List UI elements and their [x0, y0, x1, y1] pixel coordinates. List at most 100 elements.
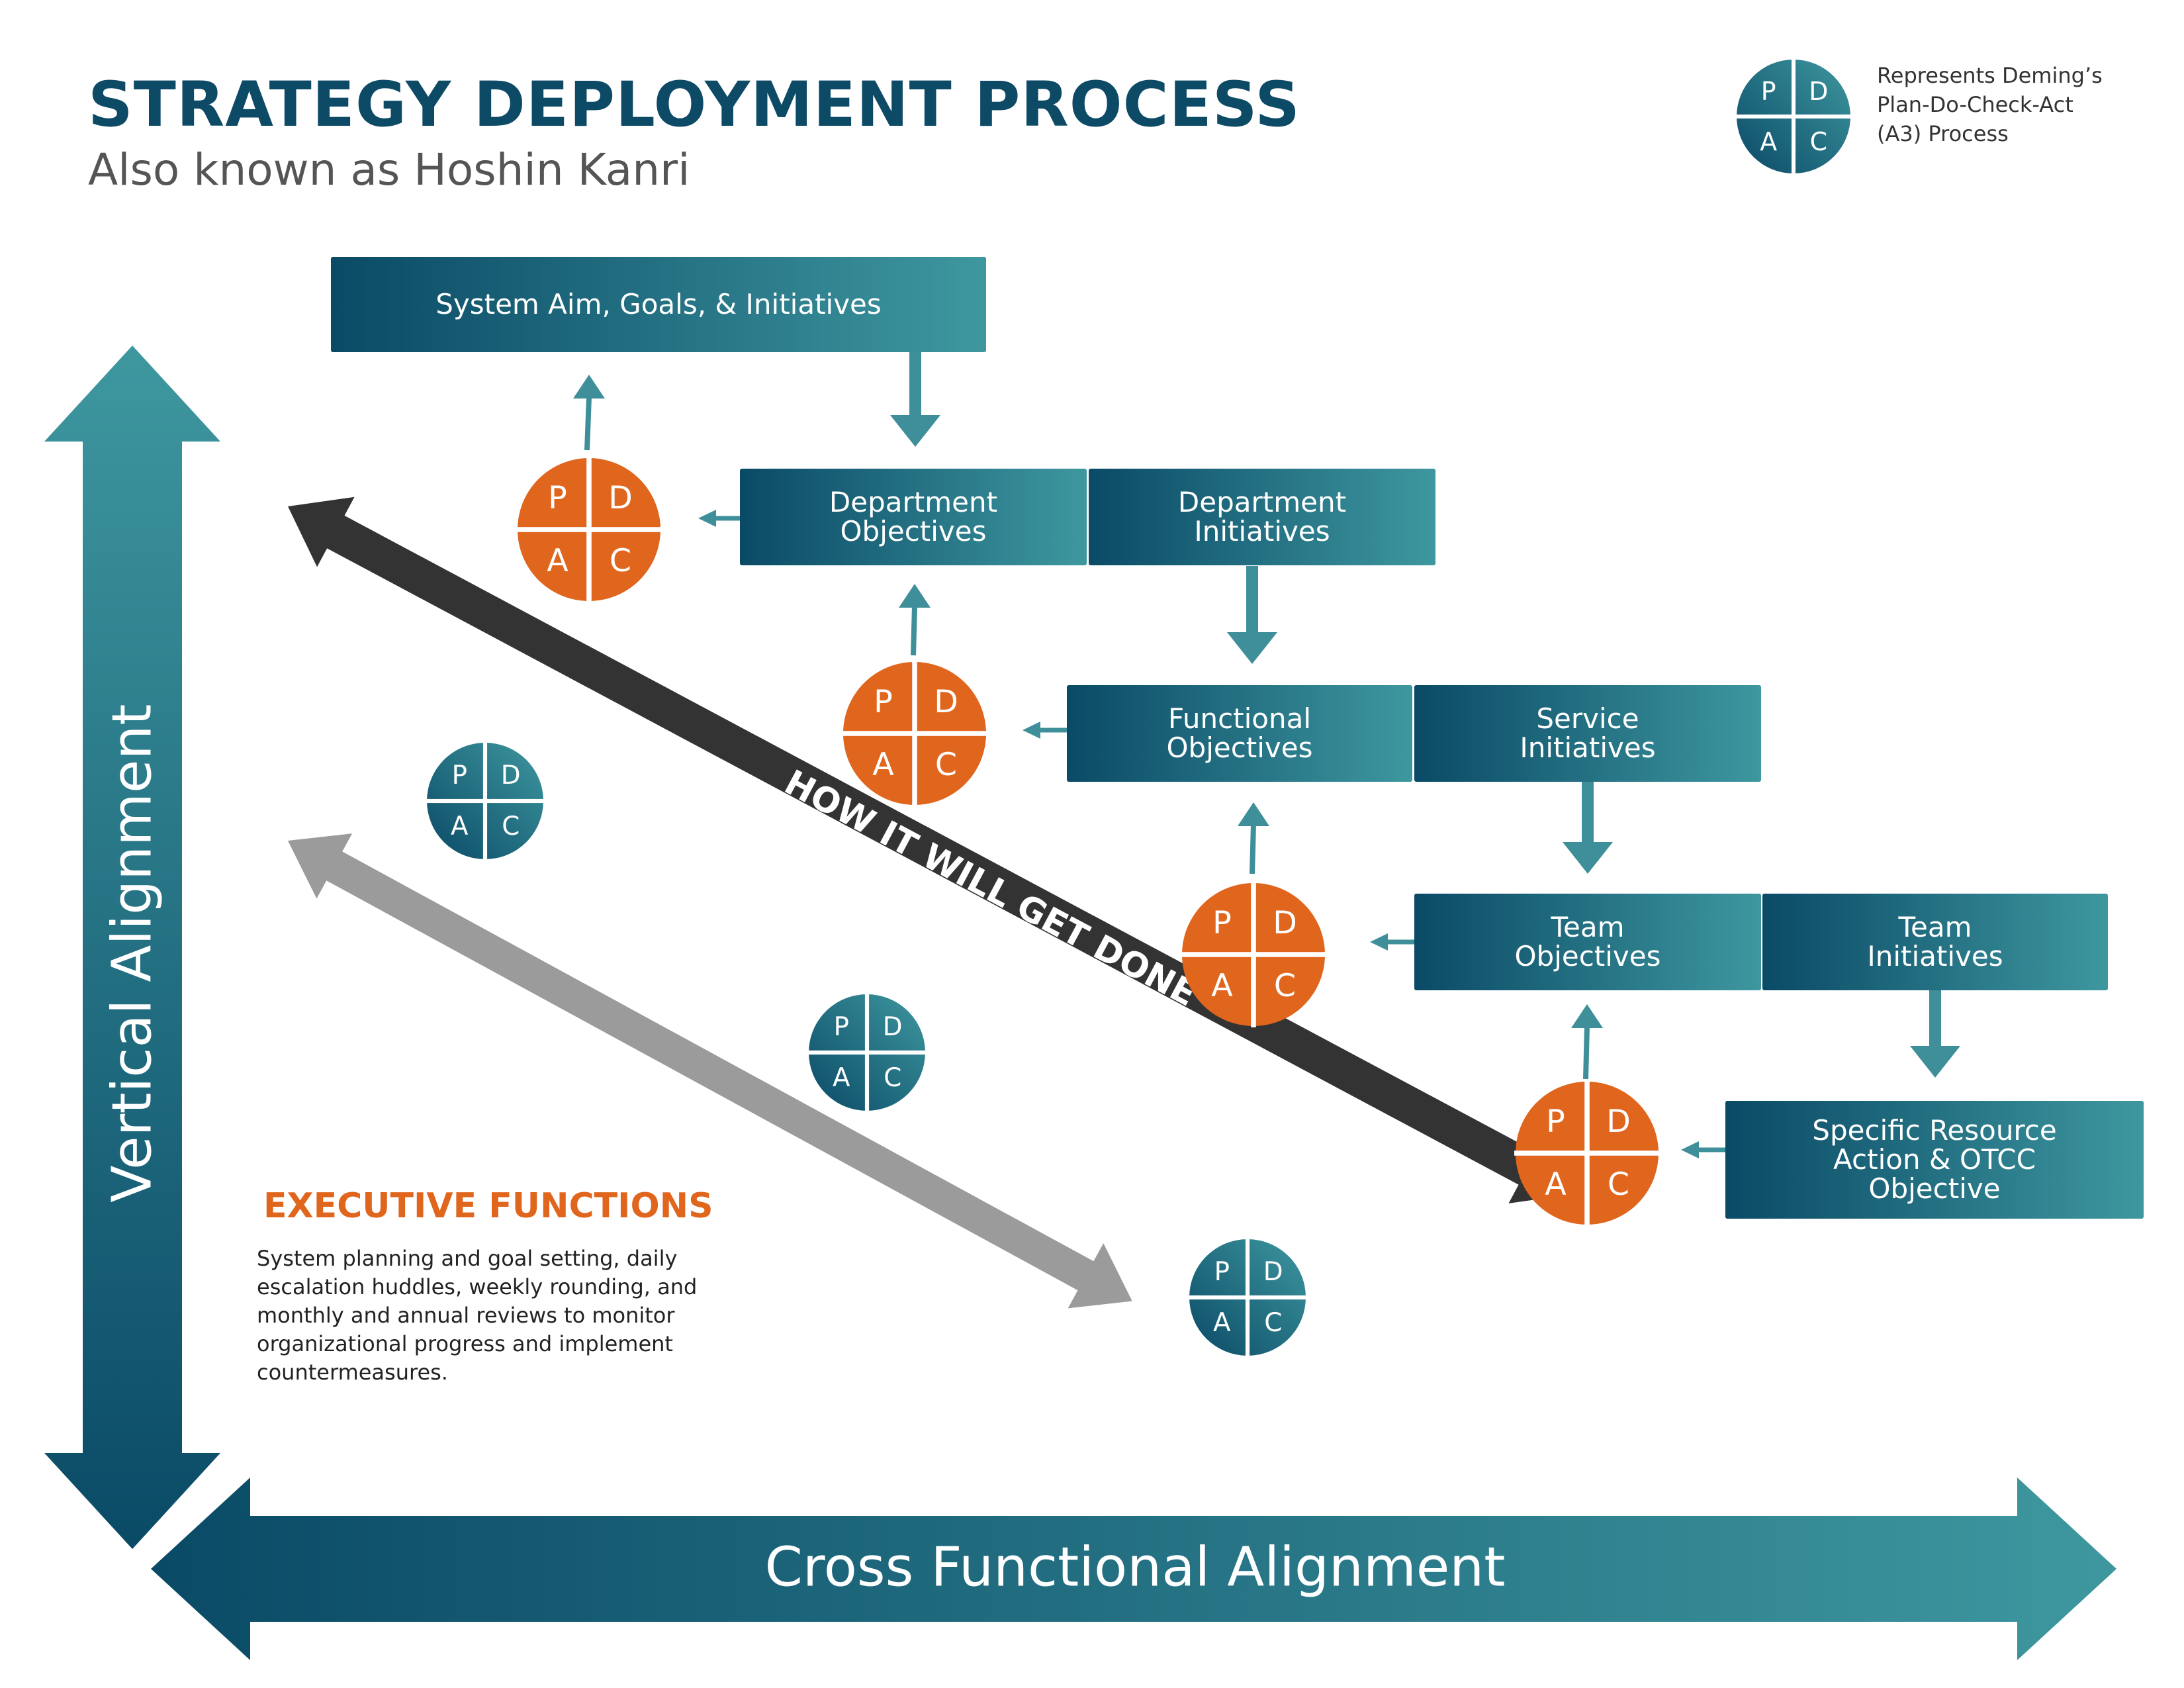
pdca-letter-a: A	[1545, 1166, 1567, 1203]
what-must-be-done-arrow	[288, 833, 1132, 1309]
pdca-letter-c: C	[502, 812, 520, 841]
connector-up-3-head	[1238, 802, 1269, 826]
connector-up-1-head	[573, 375, 605, 399]
pdca-divider	[1514, 1150, 1660, 1156]
box-label: Service	[1536, 702, 1639, 735]
vertical-alignment-label: Vertical Alignment	[101, 704, 164, 1203]
connector-down-1	[909, 352, 921, 415]
pdca-divider	[807, 1050, 927, 1055]
description-line: countermeasures.	[257, 1360, 448, 1385]
connector-left-4-head	[1681, 1141, 1699, 1158]
connector-down-2-head	[1227, 632, 1277, 664]
pdca-letter-a: A	[1211, 968, 1233, 1004]
pdca-letter-c: C	[935, 747, 957, 783]
page-subtitle: Also known as Hoshin Kanri	[88, 144, 690, 195]
legend-line: Represents Deming’s	[1877, 63, 2103, 88]
pdca-divider	[1188, 1295, 1307, 1300]
pdca-circle-department: P D A C	[516, 457, 662, 602]
cross-functional-alignment-label: Cross Functional Alignment	[764, 1536, 1506, 1599]
pdca-letter-a: A	[833, 1063, 850, 1093]
box-label: Objectives	[840, 515, 987, 547]
connector-down-4-head	[1910, 1046, 1960, 1078]
pdca-circle-executive-2: P D A C	[807, 993, 927, 1112]
pdca-letter-a: A	[547, 543, 569, 579]
legend-description: Represents Deming’s Plan-Do-Check-Act (A…	[1877, 61, 2155, 148]
team-initiatives-box: Team Initiatives	[1762, 894, 2108, 990]
pdca-letter-c: C	[1274, 968, 1296, 1004]
pdca-letter-p: P	[874, 684, 893, 720]
pdca-circle-executive-1: P D A C	[426, 741, 545, 861]
department-objectives-box: Department Objectives	[740, 469, 1087, 565]
connector-left-3-head	[1370, 933, 1388, 951]
pdca-letter-d: D	[1606, 1103, 1631, 1140]
team-objectives-box: Team Objectives	[1414, 894, 1761, 990]
pdca-letter-c: C	[1264, 1308, 1282, 1338]
connector-up-4	[1583, 1025, 1590, 1080]
pdca-letter-c: C	[884, 1063, 901, 1093]
description-line: System planning and goal setting, daily	[257, 1246, 678, 1271]
pdca-letter-d: D	[1809, 77, 1828, 106]
pdca-letter-p: P	[1761, 77, 1776, 106]
pdca-letter-p: P	[1212, 905, 1232, 941]
pdca-letter-d: D	[608, 480, 633, 516]
box-label: Department	[829, 486, 998, 518]
pdca-letter-p: P	[834, 1012, 849, 1042]
pdca-divider	[426, 798, 545, 804]
box-label: Objectives	[1166, 731, 1313, 764]
description-line: organizational progress and implement	[257, 1331, 673, 1356]
pdca-letter-a: A	[451, 812, 469, 841]
box-label: Functional	[1167, 702, 1312, 735]
pdca-circle-executive-3: P D A C	[1188, 1238, 1307, 1357]
pdca-letter-c: C	[610, 543, 631, 579]
service-initiatives-box: Service Initiatives	[1414, 685, 1761, 782]
pdca-letter-a: A	[1213, 1308, 1231, 1338]
legend-line: Plan-Do-Check-Act	[1877, 92, 2073, 117]
connector-up-3	[1250, 823, 1256, 874]
cross-functional-arrow	[151, 1477, 2116, 1660]
legend-line: (A3) Process	[1877, 121, 2009, 146]
pdca-letter-p: P	[548, 480, 567, 516]
box-label: Specific Resource	[1812, 1114, 2057, 1147]
connector-arrows	[573, 352, 1960, 1158]
box-label: Initiatives	[1520, 731, 1656, 764]
connector-up-4-head	[1571, 1004, 1603, 1028]
functional-objectives-box: Functional Objectives	[1067, 685, 1412, 782]
box-label: Department	[1177, 486, 1347, 518]
pdca-letter-d: D	[501, 761, 521, 790]
pdca-divider	[516, 527, 662, 532]
pdca-letter-d: D	[883, 1012, 903, 1042]
description-line: escalation huddles, weekly rounding, and	[257, 1274, 698, 1299]
connector-down-3	[1582, 781, 1594, 842]
pdca-divider	[1181, 952, 1326, 957]
connector-down-1-head	[890, 415, 940, 447]
vertical-alignment-arrow	[44, 346, 220, 1549]
description-line: monthly and annual reviews to monitor	[257, 1303, 675, 1328]
connector-down-4	[1929, 990, 1941, 1046]
connector-up-1	[584, 397, 592, 451]
pdca-letter-d: D	[1263, 1257, 1283, 1287]
pdca-letter-c: C	[1608, 1166, 1629, 1203]
box-label: Objective	[1868, 1172, 2001, 1205]
connector-left-1-head	[698, 510, 716, 527]
how-it-will-get-done-label: HOW IT WILL GET DONE	[778, 763, 1203, 1014]
executive-functions-title: EXECUTIVE FUNCTIONS	[263, 1186, 713, 1226]
specific-resource-box: Specific Resource Action & OTCC Objectiv…	[1725, 1101, 2144, 1219]
pdca-letter-p: P	[1214, 1257, 1230, 1287]
box-label: Team	[1898, 911, 1972, 943]
pdca-letter-a: A	[1760, 127, 1777, 156]
box-label: Initiatives	[1867, 940, 2003, 972]
box-label: Objectives	[1514, 940, 1661, 972]
pdca-letter-p: P	[452, 761, 467, 790]
connector-down-3-head	[1563, 842, 1613, 874]
page-title: STRATEGY DEPLOYMENT PROCESS	[88, 69, 1301, 141]
pdca-letter-a: A	[872, 747, 894, 783]
system-aim-box: System Aim, Goals, & Initiatives	[331, 257, 986, 352]
connector-up-2-head	[899, 584, 931, 608]
executive-functions-description: System planning and goal setting, daily …	[257, 1244, 747, 1387]
